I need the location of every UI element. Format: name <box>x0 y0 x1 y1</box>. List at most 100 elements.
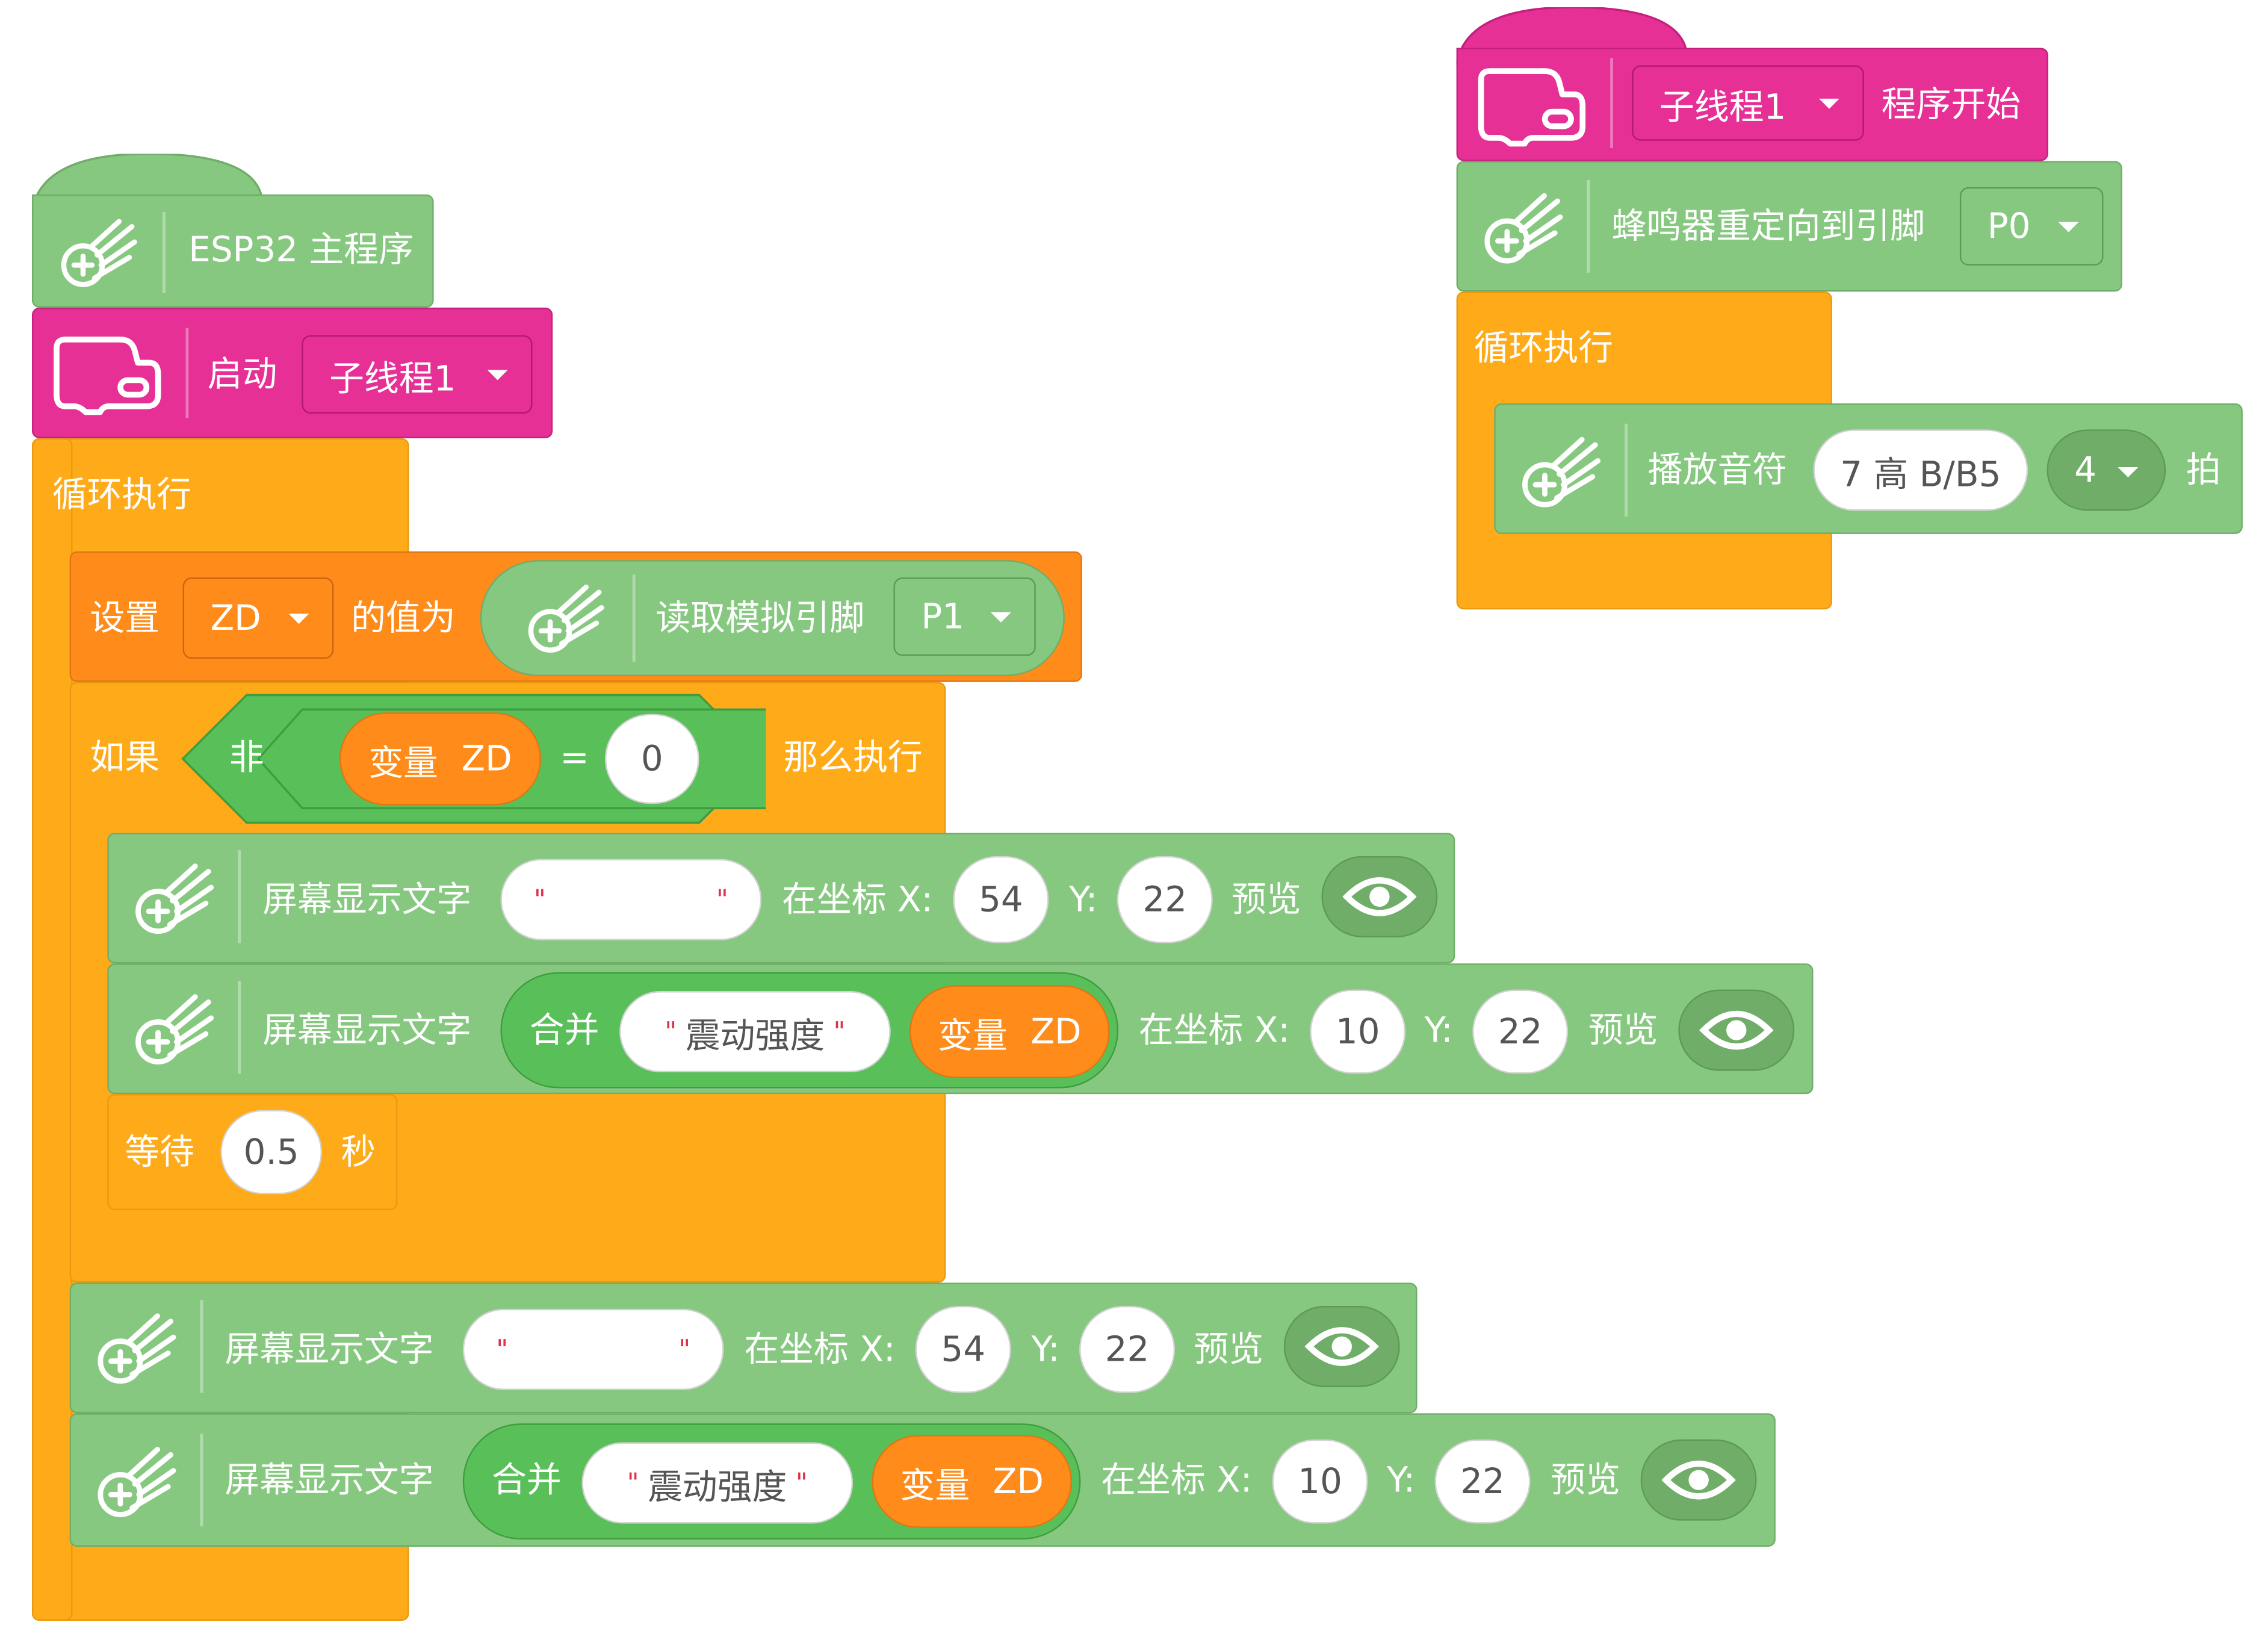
wait-seconds-input[interactable]: 0.5 <box>220 1110 323 1195</box>
y-input[interactable]: 22 <box>1434 1439 1531 1524</box>
loop-block-body-bg <box>32 438 73 1621</box>
buzzer-label: 蜂鸣器重定向到引脚 <box>1611 206 1926 247</box>
close-quote: " <box>795 1467 808 1499</box>
thread-controller-icon <box>1468 54 1593 155</box>
eye-icon <box>1661 1454 1736 1506</box>
dropdown-arrow-icon <box>288 614 309 624</box>
y-label: Y: <box>1386 1459 1416 1500</box>
dropdown-arrow-icon <box>2118 467 2139 477</box>
compare-value-input[interactable]: 0 <box>604 713 699 804</box>
meteor-extension-icon <box>122 850 223 943</box>
close-quote: " <box>678 1334 691 1365</box>
meteor-extension-icon <box>1508 424 1610 517</box>
set-variable-value: ZD <box>210 597 261 639</box>
meteor-extension-icon <box>84 1300 186 1393</box>
eye-icon <box>1342 871 1417 923</box>
loop-label: 循环执行 <box>52 474 192 515</box>
set-label: 设置 <box>90 597 160 639</box>
meteor-extension-icon <box>1471 180 1573 273</box>
display-text-input[interactable]: " " <box>462 1308 724 1390</box>
y-input[interactable]: 22 <box>1472 989 1569 1074</box>
open-quote: " <box>533 884 546 915</box>
thread-controller-icon <box>43 322 168 424</box>
preview-toggle[interactable] <box>1678 989 1795 1071</box>
set-variable-dropdown[interactable]: ZD <box>182 577 334 659</box>
beats-value: 4 <box>2074 450 2097 491</box>
thread-name-value: 子线程1 <box>1659 86 1786 127</box>
note-input[interactable]: 7 高 B/B5 <box>1813 429 2028 511</box>
variable-name: ZD <box>1030 1011 1082 1052</box>
open-quote: " <box>665 1016 677 1047</box>
merge-text-value: 震动强度 <box>685 1014 825 1056</box>
if-label: 如果 <box>90 737 160 778</box>
x-input[interactable]: 54 <box>915 1306 1011 1393</box>
display-text-block[interactable] <box>107 833 1455 964</box>
x-input[interactable]: 54 <box>953 856 1049 943</box>
y-input[interactable]: 22 <box>1079 1306 1176 1393</box>
preview-label: 预览 <box>1232 879 1301 920</box>
y-input[interactable]: 22 <box>1117 856 1213 943</box>
meteor-extension-icon <box>46 206 148 296</box>
variable-name: ZD <box>993 1461 1044 1502</box>
meteor-extension-icon <box>84 1434 186 1526</box>
variable-zd-reporter[interactable]: 变量 ZD <box>339 712 541 806</box>
dropdown-arrow-icon <box>487 370 508 381</box>
preview-toggle[interactable] <box>1321 856 1438 937</box>
at-coord-label: 在坐标 X: <box>1138 1010 1290 1051</box>
merge-text-input[interactable]: " 震动强度 " <box>619 991 891 1072</box>
merge-label: 合并 <box>491 1459 562 1500</box>
variable-word: 变量 <box>938 1014 1008 1056</box>
equals-operator: = <box>560 737 589 778</box>
display-text-label: 屏幕显示文字 <box>262 1010 472 1051</box>
wait-label: 等待 <box>125 1131 194 1173</box>
meteor-extension-icon <box>513 572 615 662</box>
variable-zd-reporter[interactable]: 变量 ZD <box>909 985 1110 1078</box>
y-label: Y: <box>1069 879 1098 920</box>
at-coord-label: 在坐标 X: <box>744 1329 896 1370</box>
preview-label: 预览 <box>1551 1459 1620 1500</box>
seconds-label: 秒 <box>341 1131 376 1173</box>
x-input[interactable]: 10 <box>1310 989 1406 1074</box>
variable-zd-reporter[interactable]: 变量 ZD <box>872 1435 1072 1528</box>
then-label: 那么执行 <box>783 737 923 778</box>
variable-word: 变量 <box>368 742 438 783</box>
display-text-label: 屏幕显示文字 <box>262 879 472 920</box>
preview-toggle[interactable] <box>1640 1439 1757 1521</box>
close-quote: " <box>716 884 728 915</box>
preview-toggle[interactable] <box>1283 1306 1400 1387</box>
preview-label: 预览 <box>1588 1010 1658 1051</box>
merge-text-input[interactable]: " 震动强度 " <box>581 1442 854 1524</box>
merge-text-value: 震动强度 <box>648 1466 787 1507</box>
y-label: Y: <box>1031 1329 1060 1370</box>
play-note-label: 播放音符 <box>1647 450 1788 491</box>
open-quote: " <box>496 1334 509 1365</box>
dropdown-arrow-icon <box>991 612 1011 623</box>
dropdown-arrow-icon <box>1819 98 1839 109</box>
display-text-label: 屏幕显示文字 <box>225 1329 434 1370</box>
buzzer-pin-value: P0 <box>1987 206 2031 247</box>
thread-name-dropdown[interactable]: 子线程1 <box>1632 65 1864 141</box>
at-coord-label: 在坐标 X: <box>781 879 934 920</box>
main-program-hat[interactable] <box>32 194 434 308</box>
eye-icon <box>1304 1320 1380 1373</box>
analog-read-label: 读取模拟引脚 <box>655 597 865 639</box>
display-text-input[interactable]: " " <box>500 859 762 940</box>
display-text-block[interactable] <box>69 1282 1418 1414</box>
x-input[interactable]: 10 <box>1272 1439 1368 1524</box>
close-quote: " <box>833 1016 846 1047</box>
start-thread-value: 子线程1 <box>329 358 456 399</box>
main-program-title: ESP32 主程序 <box>188 229 414 270</box>
eye-icon <box>1699 1004 1774 1057</box>
buzzer-redirect-block[interactable] <box>1456 161 2122 292</box>
beat-label: 拍 <box>2186 450 2221 491</box>
start-label: 启动 <box>207 354 277 395</box>
not-label: 非 <box>229 737 264 778</box>
display-text-label: 屏幕显示文字 <box>225 1459 434 1500</box>
set-to-label: 的值为 <box>351 597 456 639</box>
start-thread-dropdown[interactable]: 子线程1 <box>302 335 533 414</box>
variable-name: ZD <box>461 738 512 780</box>
buzzer-pin-dropdown[interactable]: P0 <box>1959 187 2104 266</box>
analog-pin-dropdown[interactable]: P1 <box>893 577 1036 656</box>
beats-dropdown[interactable]: 4 <box>2046 429 2166 511</box>
program-start-label: 程序开始 <box>1881 84 2021 125</box>
